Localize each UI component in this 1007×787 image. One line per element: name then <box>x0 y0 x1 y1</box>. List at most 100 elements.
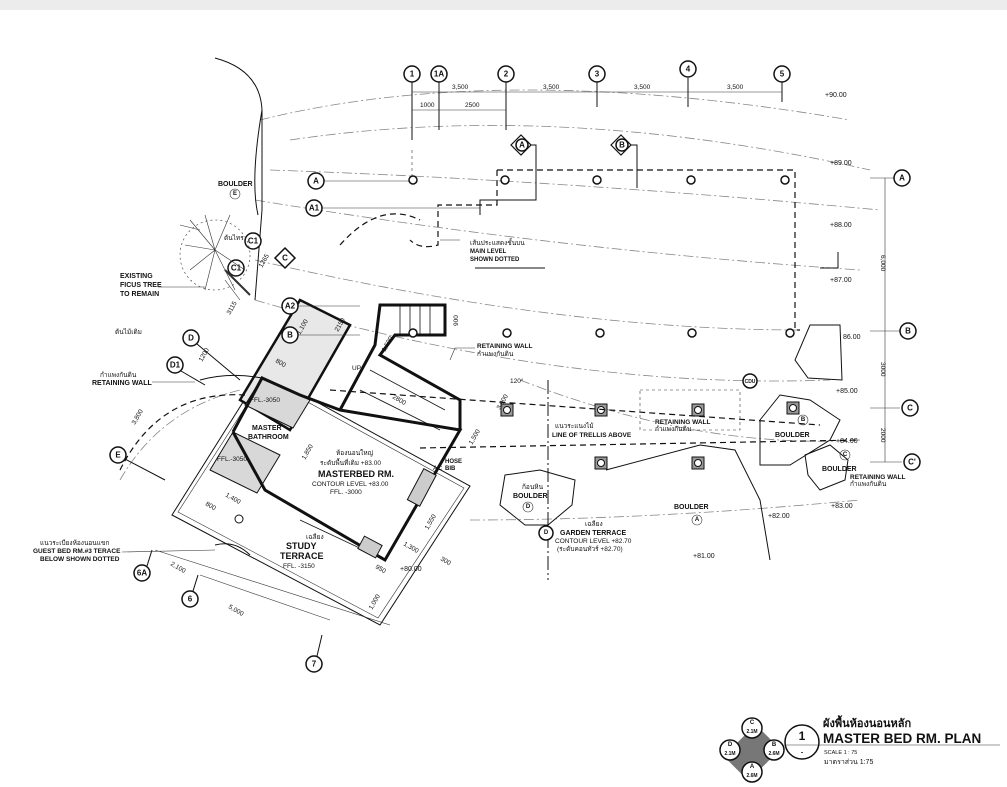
section-marker-c: C <box>273 246 297 270</box>
svg-text:7: 7 <box>312 660 317 669</box>
drawing-title: MASTER BED RM. PLAN <box>823 731 981 746</box>
grid-bubble-left-c1b: C1 <box>227 259 245 277</box>
main-level-label: SHOWN DOTTED <box>470 257 520 263</box>
master-bedroom-label: MASTERBED RM. <box>318 469 394 479</box>
grid-columns <box>411 78 783 180</box>
boulder-e-tag: E <box>233 191 237 197</box>
grid-bubble-1: 1 <box>403 65 421 83</box>
svg-text:4: 4 <box>686 65 691 74</box>
dim-label: 2500 <box>465 102 480 109</box>
dim-label: 3,500 <box>452 84 469 91</box>
grid-bubble-left-c1: C1 <box>244 232 262 250</box>
svg-text:A: A <box>519 141 525 150</box>
grid-bubble-left-6a: 6A <box>133 564 151 582</box>
elevation-label: +84.00 <box>836 438 858 445</box>
scale-thai-label: มาตราส่วน 1:75 <box>824 759 873 766</box>
dim-label: 3,500 <box>727 84 744 91</box>
svg-text:5,000: 5,000 <box>227 604 245 618</box>
ffl-bath-label: FFL.-3050 <box>217 456 247 463</box>
grid-bubble-row-c-prime: C' <box>903 453 921 471</box>
guest-terrace-label: GUEST BED RM.#3 TERACE <box>33 548 121 555</box>
dim-label: 3000 <box>879 362 886 377</box>
svg-text:3115: 3115 <box>226 300 239 316</box>
svg-text:2.6M: 2.6M <box>768 751 779 757</box>
retaining-wall-thai-label: กำแพงกันดิน <box>100 371 137 379</box>
svg-text:900: 900 <box>453 315 460 326</box>
svg-text:1,500: 1,500 <box>381 335 395 353</box>
svg-text:6: 6 <box>188 595 193 604</box>
study-terrace-label: TERRACE <box>280 551 324 561</box>
grid-bubble-row-c: C <box>901 399 919 417</box>
svg-text:1,850: 1,850 <box>301 443 315 461</box>
svg-text:2.1M: 2.1M <box>746 729 757 735</box>
building-dimensions: 3115 1200 1265 2150 1,100 800 1,400 800 … <box>131 253 510 618</box>
svg-text:D: D <box>544 530 549 536</box>
up-label: UP <box>352 365 361 372</box>
dim-label: 1000 <box>420 102 435 109</box>
cdu-marker: CDU <box>742 373 758 389</box>
svg-text:2.6M: 2.6M <box>746 773 757 779</box>
svg-text:A: A <box>313 177 319 186</box>
svg-text:D1: D1 <box>170 361 181 370</box>
svg-text:E: E <box>115 451 121 460</box>
elevation-label: +80.00 <box>400 566 422 573</box>
study-ffl-label: FFL. -3150 <box>283 563 315 570</box>
svg-text:1,000: 1,000 <box>368 593 382 611</box>
elevation-label: +90.00 <box>825 92 847 99</box>
main-level-outline <box>497 169 800 331</box>
boulder-e-label: BOULDER <box>218 181 253 188</box>
ficus-tree-icon <box>179 214 251 301</box>
ficus-label: TO REMAIN <box>120 291 159 298</box>
retaining-wall-right-thai: กำแพงกันดิน <box>655 425 692 433</box>
main-level-label: MAIN LEVEL <box>470 249 507 255</box>
svg-text:A: A <box>750 764 755 770</box>
grid-bubble-row-a: A <box>893 169 911 187</box>
svg-text:300: 300 <box>439 556 452 568</box>
elevation-label: +87.00 <box>830 277 852 284</box>
boulder-a-label: BOULDER <box>674 504 709 511</box>
boulder-d-marker: D <box>538 525 554 541</box>
title-block: C 2.1M B 2.6M A 2.6M D 2.1M 1 - ผังพื้นห… <box>719 715 1000 783</box>
drawing-number: 1 <box>799 729 806 743</box>
boulder-c-label: BOULDER <box>822 466 857 473</box>
elevation-label: 86.00 <box>843 334 861 341</box>
retaining-wall-left-label: RETAINING WALL <box>92 380 152 387</box>
svg-text:B: B <box>772 742 777 748</box>
boulder-b-label: BOULDER <box>775 432 810 439</box>
grid-bubble-4: 4 <box>679 60 697 78</box>
section-marker-a: A <box>479 134 537 215</box>
svg-text:1,300: 1,300 <box>402 541 420 555</box>
tree-thai-label: ต้นไม้เดิม <box>115 328 142 336</box>
grid-bubble-5: 5 <box>773 65 791 83</box>
svg-text:5: 5 <box>780 70 785 79</box>
hose-bib-label: HOSE <box>445 459 462 465</box>
grid-bubble-1a: 1A <box>430 65 448 83</box>
svg-text:3: 3 <box>595 70 600 79</box>
grid-bubble-left-a: A <box>307 172 325 190</box>
master-ffl-label: FFL. -3000 <box>330 489 362 496</box>
ficus-label: EXISTING <box>120 273 153 280</box>
column-markers <box>408 175 795 338</box>
grid-bubble-left-7: 7 <box>305 655 323 673</box>
boulder-d-tag: D <box>526 504 531 510</box>
trellis-posts <box>500 401 800 470</box>
svg-text:2: 2 <box>504 70 509 79</box>
ffl-bath-label: FFL.-3050 <box>250 397 280 404</box>
trellis-thai-label: แนวระแนงไม้ <box>555 422 594 430</box>
section-marker-b: B <box>610 134 638 188</box>
retaining-wall-mid-label: RETAINING WALL <box>477 343 533 350</box>
elevation-label: +81.00 <box>693 553 715 560</box>
master-thai-level: ระดับพื้นที่เดิม +83.00 <box>320 458 381 467</box>
svg-text:3,800: 3,800 <box>131 408 145 426</box>
svg-text:A: A <box>899 174 905 183</box>
boulder-d-label: BOULDER <box>513 493 548 500</box>
scale-label: SCALE 1 : 75 <box>824 750 857 756</box>
top-bar <box>0 0 1007 10</box>
drawing-sub: - <box>801 750 804 757</box>
ficus-label: FICUS TREE <box>120 282 162 289</box>
svg-text:950: 950 <box>374 564 387 576</box>
garden-terrace-label: GARDEN TERRACE <box>560 530 626 537</box>
dim-label: 6,000 <box>879 255 886 272</box>
garden-thai-label: เฉลียง <box>585 520 603 528</box>
